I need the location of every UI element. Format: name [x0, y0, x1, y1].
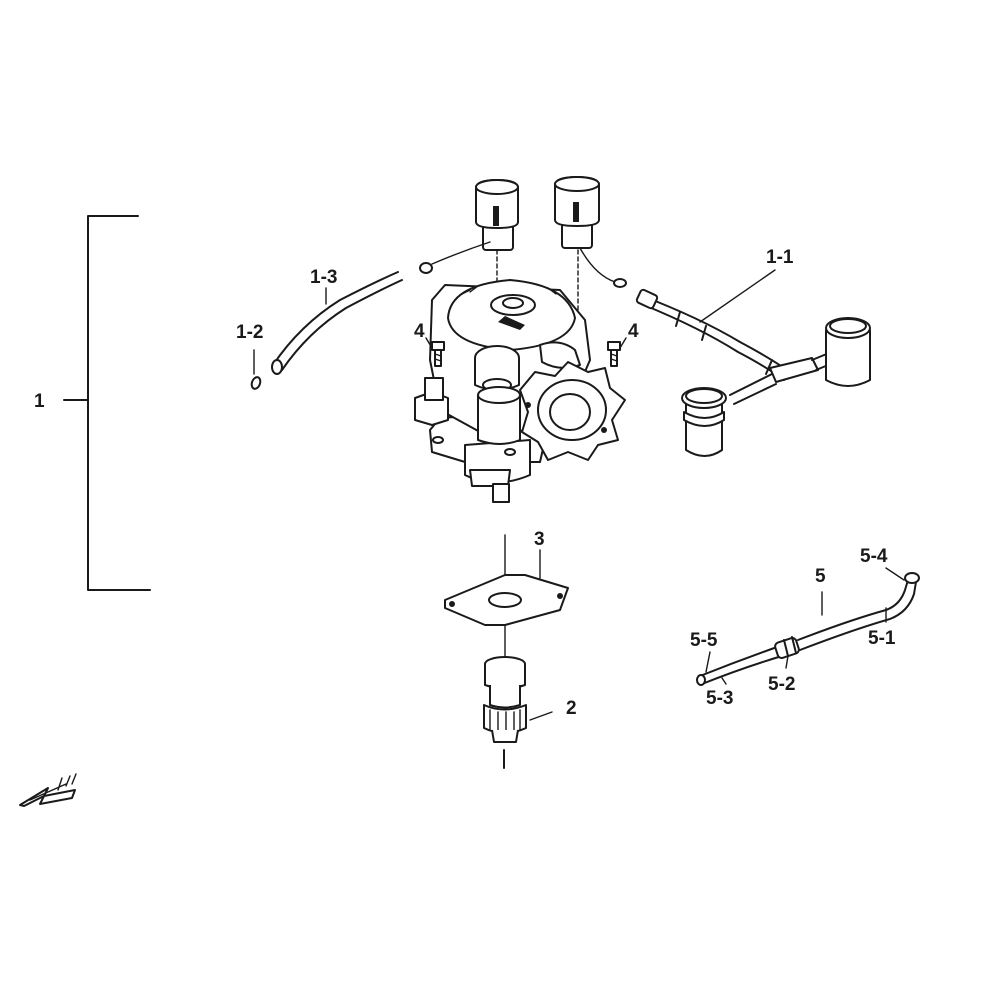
label-bolt-left: 4 — [414, 321, 425, 342]
label-hose-right: 1-1 — [766, 247, 794, 268]
label-bolt-right: 4 — [628, 321, 639, 342]
direction-arrow-icon — [19, 773, 77, 807]
bolt-left — [431, 341, 445, 367]
bolt-right — [607, 341, 621, 367]
clip-small — [250, 376, 262, 390]
assembly-bracket — [63, 215, 151, 591]
label-hose-pipe: 5-1 — [868, 628, 896, 649]
oil-pump-body — [414, 279, 626, 503]
tank-cap-left — [475, 179, 519, 251]
hose-right — [579, 247, 871, 457]
gasket — [444, 534, 569, 661]
label-clip-end: 5-5 — [690, 630, 718, 651]
callout-labels: 1 1-1 1-3 1-2 4 4 3 2 5 5-4 5-1 5-5 5-3 … — [34, 247, 896, 719]
label-hose-end: 5-4 — [860, 546, 888, 567]
leader-lines — [253, 269, 905, 721]
label-clip-small: 1-2 — [236, 322, 263, 343]
label-hose-sleeve: 5-3 — [706, 688, 733, 709]
label-assembly: 1 — [34, 391, 45, 412]
label-hose-clamp: 5-2 — [768, 674, 795, 695]
tank-cap-right — [554, 176, 600, 249]
drive-gear — [483, 656, 527, 769]
hose-assembly — [696, 572, 920, 686]
label-hose-left: 1-3 — [310, 267, 337, 288]
label-gasket: 3 — [534, 529, 545, 550]
label-hose-assy: 5 — [815, 566, 826, 587]
hose-left — [271, 241, 491, 375]
label-drive-gear: 2 — [566, 698, 577, 719]
